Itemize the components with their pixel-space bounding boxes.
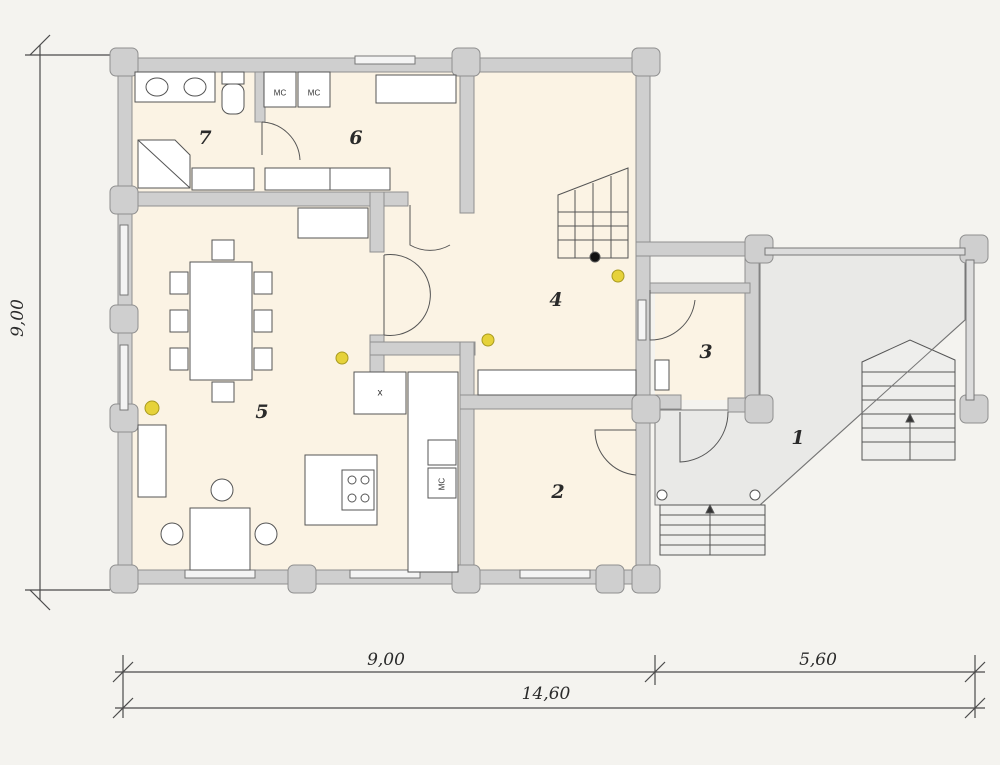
dimension-lines (25, 34, 986, 719)
doors (261, 121, 729, 476)
dim-height-label: 9,00 (8, 299, 28, 337)
lights (144, 269, 625, 416)
terrace-railing (764, 247, 975, 401)
dim-main-width-label: 9,00 (367, 650, 405, 670)
room-label-7: 7 (198, 127, 212, 149)
room-label-1: 1 (791, 427, 805, 449)
hood-label: x (377, 387, 383, 399)
inner-stairs (557, 167, 629, 263)
dim-total-width-label: 14,60 (521, 684, 571, 704)
room-label-6: 6 (349, 127, 363, 149)
bath-fixtures (134, 71, 457, 239)
windows (119, 55, 647, 579)
washer-label-2: MC (307, 88, 321, 98)
room-label-5: 5 (255, 401, 269, 423)
porch-diagonal (759, 319, 966, 506)
furniture (137, 239, 670, 573)
dim-porch-width-label: 5,60 (799, 650, 837, 670)
room-label-3: 3 (699, 341, 713, 363)
dishwasher-label: MC (437, 477, 447, 491)
vestibule-floor (655, 290, 750, 400)
washer-label-1: MC (273, 88, 287, 98)
outer-stairs (656, 339, 956, 556)
room-label-2: 2 (551, 481, 565, 503)
room-label-4: 4 (549, 289, 563, 311)
